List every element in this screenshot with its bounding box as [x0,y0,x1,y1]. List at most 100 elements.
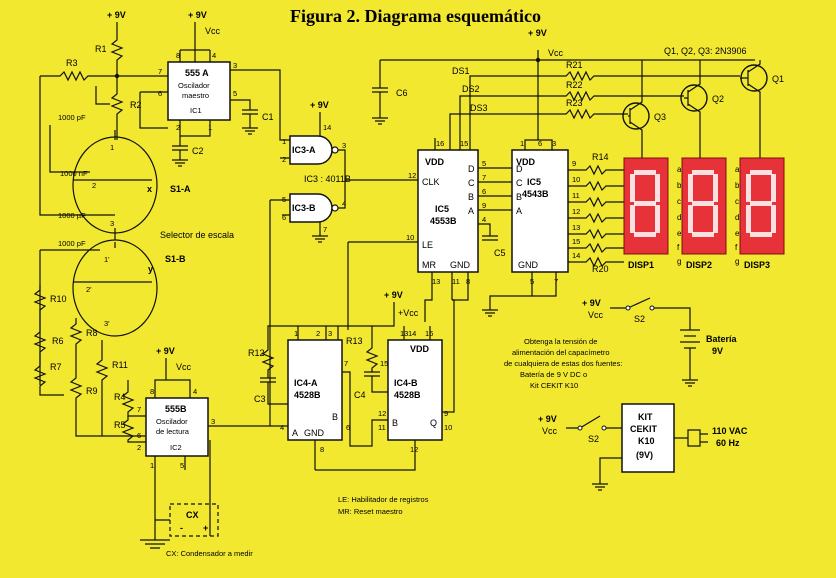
svg-text:4553B: 4553B [430,216,457,226]
svg-text:VDD: VDD [410,344,430,354]
svg-text:IC2: IC2 [170,443,182,452]
svg-text:R6: R6 [52,336,64,346]
svg-text:2: 2 [282,155,286,164]
svg-text:14: 14 [408,329,416,338]
legend-le: LE: Habilitador de registros [338,495,429,504]
svg-text:10: 10 [406,233,414,242]
svg-text:de cualquiera de estas dos fue: de cualquiera de estas dos fuentes: [504,359,622,368]
svg-text:3: 3 [233,61,237,70]
svg-text:IC5: IC5 [527,177,541,187]
svg-text:6: 6 [158,89,162,98]
svg-text:IC4-A: IC4-A [294,378,318,388]
svg-text:Oscilador: Oscilador [178,81,210,90]
svg-text:1000 nF: 1000 nF [60,169,88,178]
svg-text:Q2: Q2 [712,94,724,104]
range-selector-s1: S1-A S1-B Selector de escala x y 1000 pF… [58,113,234,337]
svg-text:2: 2 [92,181,96,190]
svg-text:IC3 : 4011B: IC3 : 4011B [304,174,351,184]
svg-text:c: c [677,197,681,206]
svg-text:alimentación del capacímetro: alimentación del capacímetro [512,348,610,357]
svg-text:+: + [203,523,208,533]
svg-text:R10: R10 [50,294,67,304]
svg-text:3: 3 [342,141,346,150]
svg-text:1: 1 [294,329,298,338]
svg-text:1000 pF: 1000 pF [58,113,86,122]
svg-text:d: d [735,213,739,222]
svg-text:y: y [148,264,153,274]
svg-text:2': 2' [86,285,92,294]
svg-text:60 Hz: 60 Hz [716,438,740,448]
svg-text:7: 7 [158,67,162,76]
svg-text:C3: C3 [254,394,266,404]
svg-text:12: 12 [410,445,418,454]
svg-text:5: 5 [233,89,237,98]
ic5-supply: + 9V [528,28,547,38]
svg-text:e: e [677,229,682,238]
svg-text:maestro: maestro [182,91,209,100]
svg-text:3: 3 [328,329,332,338]
svg-text:555 A: 555 A [185,68,209,78]
svg-text:13: 13 [432,277,440,286]
svg-text:9: 9 [444,409,448,418]
svg-text:c: c [735,197,739,206]
svg-text:Vcc: Vcc [548,48,564,58]
svg-text:R1: R1 [95,44,107,54]
svg-text:Q3: Q3 [654,112,666,122]
svg-text:R14: R14 [592,152,609,162]
svg-text:R5: R5 [114,420,126,430]
svg-text:B: B [516,192,522,202]
ic4a-4528b: IC4-A 4528B A GND B [287,339,343,441]
svg-text:4: 4 [193,387,197,396]
svg-text:3: 3 [211,417,215,426]
svg-text:R12: R12 [248,348,265,358]
svg-text:Kit CEKIT K10: Kit CEKIT K10 [530,381,578,390]
svg-text:9V: 9V [712,346,723,356]
kit-cekit-k10: KIT CEKIT K10 (9V) [621,403,675,473]
svg-text:12: 12 [408,171,416,180]
svg-text:Q: Q [430,418,437,428]
svg-text:1: 1 [150,461,154,470]
ic5-4543b: VDD IC5 4543B GND D C B A [511,149,569,273]
svg-text:Vcc: Vcc [205,26,221,36]
svg-text:S1-A: S1-A [170,184,191,194]
svg-text:VDD: VDD [516,157,536,167]
svg-text:b: b [677,181,682,190]
svg-text:D: D [468,164,475,174]
svg-text:2: 2 [176,123,180,132]
svg-text:15: 15 [460,139,468,148]
svg-text:f: f [735,243,738,252]
display-disp1: DISP1 [623,157,669,270]
svg-text:14: 14 [323,123,331,132]
svg-text:1: 1 [110,143,114,152]
svg-text:5: 5 [482,159,486,168]
svg-text:11: 11 [452,277,460,286]
svg-text:DISP1: DISP1 [628,260,654,270]
svg-text:Vcc: Vcc [176,362,192,372]
svg-text:16: 16 [436,139,444,148]
svg-text:14: 14 [572,251,580,260]
svg-text:CLK: CLK [422,177,440,187]
svg-text:7: 7 [344,359,348,368]
svg-text:Oscilador: Oscilador [156,417,188,426]
svg-text:7: 7 [137,405,141,414]
ic2-supply: + 9V [156,346,175,356]
svg-text:g: g [677,257,681,266]
ic1-555a: 555 A Oscilador maestro IC1 [167,61,231,121]
svg-text:+Vcc: +Vcc [398,308,419,318]
svg-text:CEKIT: CEKIT [630,424,658,434]
svg-text:IC5: IC5 [435,204,449,214]
kit-supply: + 9V [538,414,557,424]
svg-text:6: 6 [482,187,486,196]
svg-text:Vcc: Vcc [588,310,604,320]
svg-text:R8: R8 [86,328,98,338]
ic1-supply: + 9V [188,10,207,20]
svg-text:Batería de 9 V DC o: Batería de 9 V DC o [520,370,587,379]
svg-text:3': 3' [104,319,110,328]
svg-text:C2: C2 [192,146,204,156]
svg-text:3: 3 [110,219,114,228]
svg-text:16: 16 [425,329,433,338]
segment-letters: a b c d e f g a b c d e f g [677,165,740,266]
svg-text:7: 7 [482,173,486,182]
svg-text:GND: GND [450,260,471,270]
